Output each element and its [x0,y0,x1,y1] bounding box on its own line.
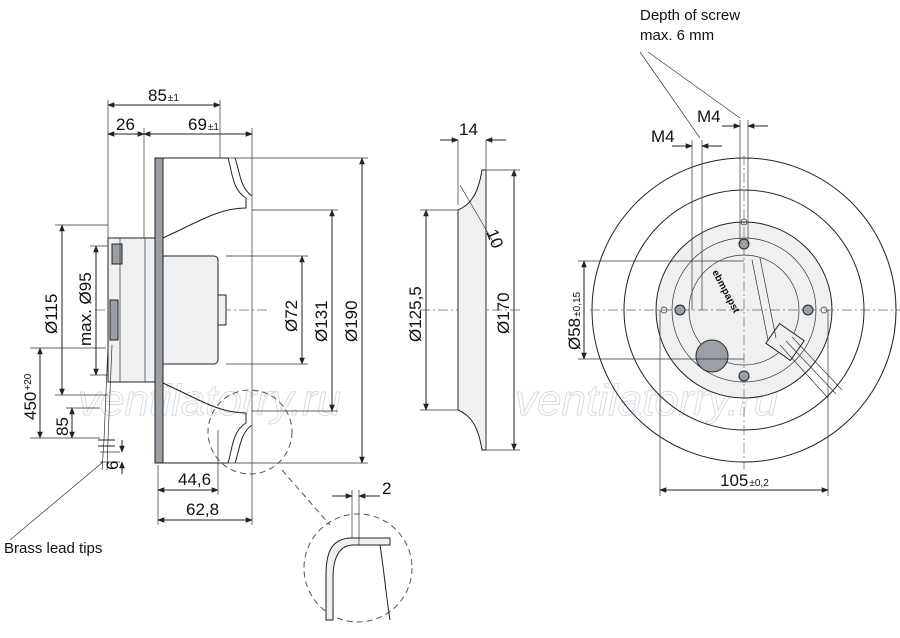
dia-131-label: Ø131 [312,300,331,342]
dim-overall-width: 85±1 [148,86,179,105]
side-view-dimensions [37,102,365,523]
detail-view [303,490,413,623]
rotor-hub [157,255,219,365]
side-view [9,157,331,541]
dim-6-label: 6 [103,461,122,470]
dia-115-label: Ø115 [42,294,61,334]
inlet-ring-view [420,137,520,451]
dim-2-label: 2 [382,479,391,498]
dim-wheel-width: 69±1 [188,115,219,134]
lead-length-label: 450+20 [21,373,40,420]
dia-72-label: Ø72 [282,300,301,332]
dia-190-label: Ø190 [342,300,361,342]
side-view-extensions [30,100,368,525]
screw-note-line2: max. 6 mm [640,27,714,44]
dia-170-label: Ø170 [494,292,513,334]
dim-85-label: 85 [53,417,72,436]
dim-44-6-label: 44,6 [178,470,211,489]
dim-14-label: 14 [459,120,478,139]
dim-motor-depth: 26 [116,115,135,134]
dia-95-label: max. Ø95 [76,272,95,346]
thread-m4-right: M4 [697,107,721,126]
thread-m4-left: M4 [651,127,675,146]
detail-circle [207,389,293,475]
dia-125-5-label: Ø125,5 [406,286,425,342]
dim-105-label: 105±0,2 [720,471,769,490]
front-view [578,51,900,496]
dim-62-8-label: 62,8 [186,500,219,519]
impeller-backplate [154,157,164,464]
dia-58-label: Ø58±0,15 [565,291,584,350]
screw-note-line1: Depth of screw [640,7,740,24]
watermark-left: ventilatorry.ru [78,376,341,425]
brass-lead-tips-label: Brass lead tips [4,540,102,557]
